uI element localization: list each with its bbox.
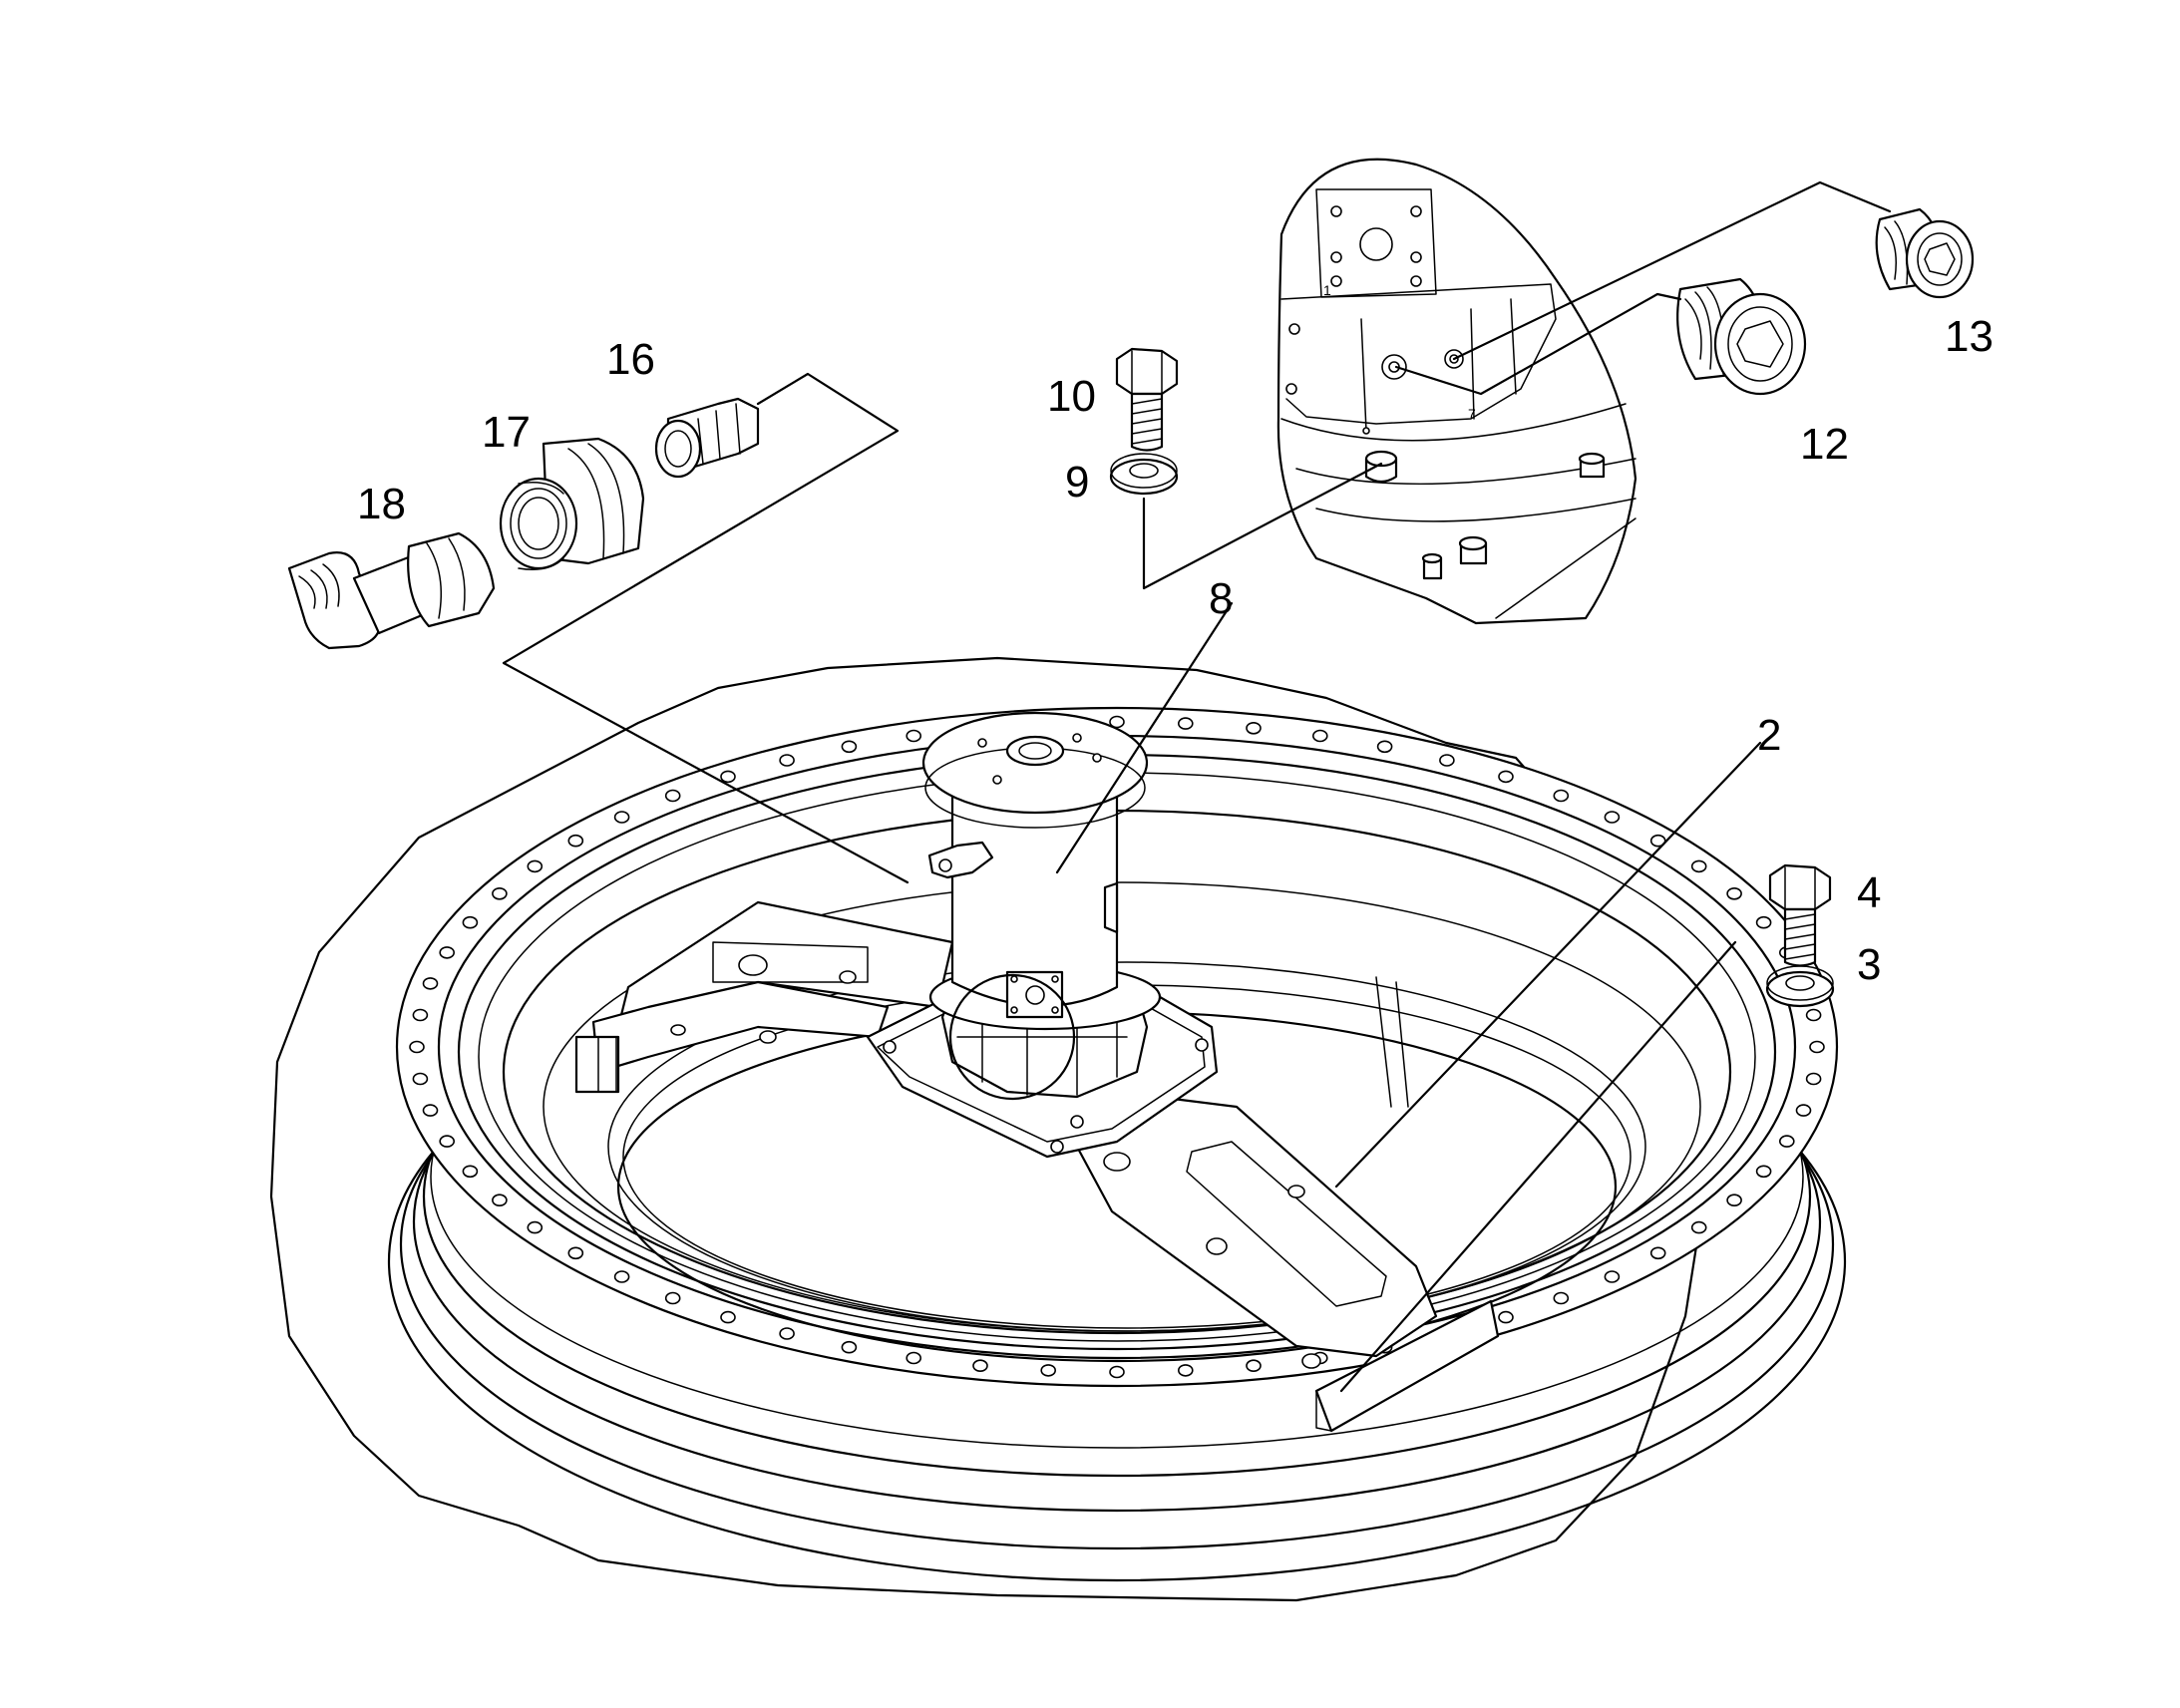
- bolt-hole: [1795, 1104, 1812, 1117]
- bolt-hole: [906, 1351, 922, 1365]
- left-spoke-arm: [574, 900, 954, 1094]
- flange-bolt-holes: [409, 715, 1825, 1379]
- bolt-hole: [1690, 1220, 1707, 1234]
- bolt-hole: [412, 1072, 429, 1086]
- callout-12: 12: [1800, 420, 1849, 469]
- bolt-hole: [1809, 1040, 1825, 1054]
- callout-13: 13: [1945, 312, 1994, 361]
- bolt-hole: [1726, 886, 1742, 900]
- bolt-hole: [1755, 1165, 1772, 1179]
- bolt-4: [1768, 863, 1832, 967]
- bolt-hole: [779, 1327, 795, 1340]
- bolt-hole: [841, 1340, 858, 1354]
- bolt-hole: [409, 1040, 425, 1054]
- bolt-hole: [492, 886, 508, 900]
- bolt-hole: [1649, 1246, 1666, 1260]
- plug-13: [1875, 207, 1975, 299]
- detail-view: 1 7: [1276, 158, 1637, 625]
- bolt-hole: [1604, 811, 1621, 824]
- bolt-hole: [422, 1104, 439, 1117]
- bolt-hole: [720, 1310, 736, 1324]
- bolt-hole: [906, 729, 922, 743]
- bolt-hole: [1109, 715, 1125, 729]
- bolt-hole: [1779, 1135, 1795, 1148]
- right-spoke-arm: [1075, 1095, 1500, 1433]
- housing-outline: [269, 656, 1712, 1602]
- bolt-hole: [527, 1220, 544, 1234]
- bolt-hole: [439, 1135, 456, 1148]
- elbow-fitting-18: [287, 531, 496, 650]
- callout-16: 16: [606, 335, 655, 384]
- bolt-hole: [1376, 740, 1393, 754]
- adapter-fitting-16: [654, 397, 760, 479]
- bolt-hole: [1246, 721, 1262, 735]
- bolt-hole: [664, 789, 681, 803]
- callout-labels: 2 3 4 8 9 10 12 13 16 17 18: [357, 312, 1994, 989]
- bolt-hole: [1109, 1365, 1125, 1379]
- bolt-hole: [422, 977, 439, 990]
- callout-17: 17: [482, 408, 531, 457]
- leader-lines: [502, 180, 1892, 1393]
- bolt-hole: [1498, 1310, 1514, 1324]
- bolt-hole: [720, 770, 736, 784]
- bolt-hole: [439, 946, 456, 959]
- bolt-hole: [664, 1291, 681, 1305]
- callout-3: 3: [1857, 940, 1881, 989]
- bolt-hole: [1498, 770, 1514, 784]
- washer-3: [1765, 965, 1835, 1008]
- bolt-hole: [1439, 754, 1455, 767]
- bolt-hole: [1604, 1270, 1621, 1283]
- bolt-hole: [567, 1246, 584, 1260]
- bolt-hole: [1755, 915, 1772, 929]
- bolt-hole: [567, 834, 584, 848]
- bolt-hole: [1246, 1359, 1262, 1372]
- bolt-hole: [1805, 1072, 1822, 1086]
- callout-10: 10: [1047, 372, 1096, 421]
- callout-8: 8: [1209, 574, 1233, 623]
- bolt-hole: [462, 1165, 479, 1179]
- bolt-hole: [972, 1359, 988, 1372]
- rotary-unit: [921, 711, 1162, 1101]
- bolt-hole: [492, 1194, 508, 1206]
- bolt-hole: [1805, 1008, 1822, 1022]
- washer-9: [1109, 453, 1179, 496]
- bolt-hole: [613, 811, 630, 824]
- callout-18: 18: [357, 480, 406, 528]
- bolt-hole: [1178, 717, 1194, 730]
- callout-2: 2: [1757, 711, 1781, 760]
- bolt-hole: [1553, 789, 1570, 803]
- callout-4: 4: [1857, 868, 1881, 917]
- bolt-hole: [1178, 1364, 1194, 1377]
- bolt-hole: [1726, 1194, 1742, 1206]
- bolt-hole: [527, 859, 544, 873]
- bolt-hole: [462, 915, 479, 929]
- bolt-hole: [613, 1270, 630, 1283]
- callout-9: 9: [1065, 458, 1089, 507]
- bolt-hole: [841, 740, 858, 754]
- bolt-hole: [1690, 859, 1707, 873]
- plug-12: [1676, 277, 1807, 396]
- nut-fitting-17: [499, 437, 645, 570]
- bolt-hole: [779, 754, 795, 767]
- detail-mark-7: 7: [1468, 406, 1476, 422]
- bolt-hole: [412, 1008, 429, 1022]
- detail-mark-1: 1: [1323, 282, 1331, 298]
- bolt-10: [1115, 347, 1179, 452]
- bolt-hole: [1040, 1364, 1056, 1377]
- bolt-hole: [1312, 729, 1328, 743]
- bolt-hole: [1553, 1291, 1570, 1305]
